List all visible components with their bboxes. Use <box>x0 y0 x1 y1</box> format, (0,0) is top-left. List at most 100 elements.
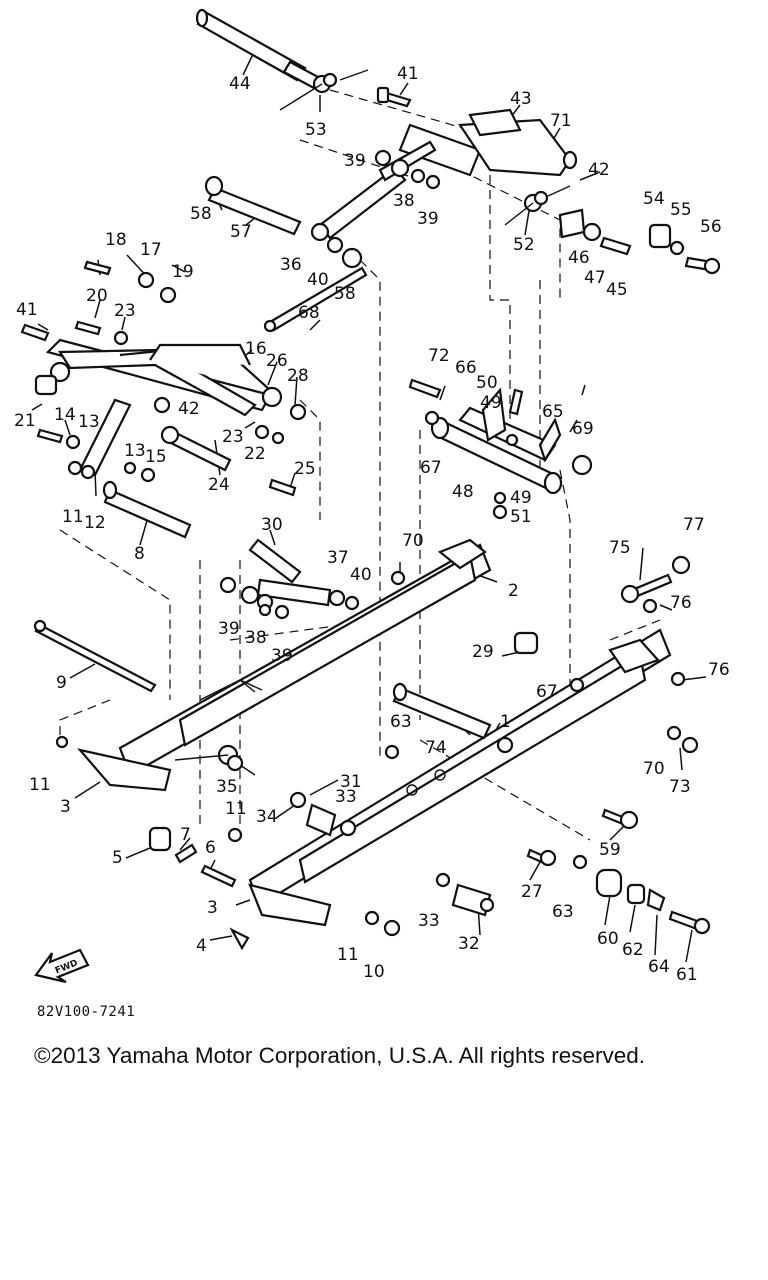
pin-57 <box>204 175 302 236</box>
washer-11-mid <box>227 827 243 843</box>
collar-33 <box>305 803 337 837</box>
bolt-75 <box>620 573 673 604</box>
callout-38a: 38 <box>393 191 415 211</box>
front-arm-16 <box>45 338 283 417</box>
collar-58 <box>341 247 363 269</box>
callout-71: 71 <box>550 111 572 131</box>
washer-67-upper <box>424 410 440 426</box>
link-12 <box>78 398 132 480</box>
callout-67a: 67 <box>420 458 442 478</box>
nut-42-left <box>153 396 171 414</box>
callout-18: 18 <box>105 230 127 250</box>
block-5 <box>148 826 172 852</box>
nut-51 <box>492 504 508 520</box>
callout-75: 75 <box>609 538 631 558</box>
bush-23-left <box>113 330 129 346</box>
callout-39b: 39 <box>417 209 439 229</box>
callout-40a: 40 <box>307 270 329 290</box>
callout-32: 32 <box>458 934 480 954</box>
callout-58b: 58 <box>334 284 356 304</box>
collar-32 <box>451 883 495 917</box>
pin-8 <box>102 480 192 539</box>
callout-20: 20 <box>86 286 108 306</box>
nut-69 <box>571 454 593 476</box>
callout-63a: 63 <box>390 712 412 732</box>
callout-17: 17 <box>140 240 162 260</box>
callout-6: 6 <box>205 838 216 858</box>
callout-48: 48 <box>452 482 474 502</box>
callout-29: 29 <box>472 642 494 662</box>
upper-rear-shaft <box>195 8 322 90</box>
callout-4: 4 <box>196 936 207 956</box>
wheel-60 <box>595 868 623 898</box>
washer-38-mid <box>258 603 272 617</box>
callout-13b: 13 <box>124 441 146 461</box>
callout-47: 47 <box>584 268 606 288</box>
callout-66: 66 <box>455 358 477 378</box>
callout-54: 54 <box>643 189 665 209</box>
callout-40b: 40 <box>350 565 372 585</box>
callout-49a: 49 <box>480 393 502 413</box>
callout-33a: 33 <box>335 787 357 807</box>
callout-72: 72 <box>428 346 450 366</box>
callout-41b: 41 <box>16 300 38 320</box>
callout-1: 1 <box>500 712 511 732</box>
callout-31: 31 <box>340 772 362 792</box>
callout-60: 60 <box>597 929 619 949</box>
shaft-24 <box>160 425 232 472</box>
callout-19: 19 <box>172 262 194 282</box>
washer-11-left <box>67 460 83 476</box>
callout-15: 15 <box>145 447 167 467</box>
washer-11-lower <box>364 910 380 926</box>
callout-10: 10 <box>363 962 385 982</box>
callout-16: 16 <box>245 339 267 359</box>
callout-11a: 11 <box>62 507 84 527</box>
washer-40-mid <box>344 595 360 611</box>
nut-73 <box>681 736 699 754</box>
bolt-31 <box>289 791 307 809</box>
callout-2: 2 <box>508 581 519 601</box>
callout-65: 65 <box>542 402 564 422</box>
washer-39-mid <box>219 576 237 594</box>
copyright-notice: ©2013 Yamaha Motor Corporation, U.S.A. A… <box>34 1043 646 1068</box>
washer-13 <box>123 461 137 475</box>
bolt-50 <box>508 388 524 416</box>
runner-3-left <box>77 748 172 792</box>
callout-8: 8 <box>134 544 145 564</box>
collar-30 <box>248 538 302 584</box>
callout-35: 35 <box>216 777 238 797</box>
callout-50: 50 <box>476 373 498 393</box>
callout-38b: 38 <box>245 628 267 648</box>
callout-76b: 76 <box>708 660 730 680</box>
stud-6 <box>200 864 237 888</box>
washer-76-top <box>642 598 658 614</box>
nut-15 <box>140 467 156 483</box>
rod-68 <box>263 266 368 333</box>
callout-69: 69 <box>572 419 594 439</box>
washer-28 <box>289 403 307 421</box>
washer-39-top <box>374 149 392 167</box>
bolt-18 <box>83 260 112 276</box>
callout-46: 46 <box>568 248 590 268</box>
callout-36: 36 <box>280 255 302 275</box>
callout-39d: 39 <box>271 646 293 666</box>
callout-11d: 11 <box>337 945 359 965</box>
callout-25: 25 <box>294 459 316 479</box>
callout-73: 73 <box>669 777 691 797</box>
washer-38-top <box>410 168 426 184</box>
bolt-41-left <box>20 323 50 342</box>
washer-63-right <box>572 854 588 870</box>
callout-39c: 39 <box>218 619 240 639</box>
bush-23-right <box>254 424 270 440</box>
callout-labels: 1 2 3 3 4 5 6 7 8 9 10 11 11 11 11 12 13… <box>14 64 730 985</box>
callout-59: 59 <box>599 840 621 860</box>
callout-62: 62 <box>622 940 644 960</box>
callout-64: 64 <box>648 957 670 977</box>
callout-53: 53 <box>305 120 327 140</box>
callout-28: 28 <box>287 366 309 386</box>
callout-49b: 49 <box>510 488 532 508</box>
callout-34: 34 <box>256 807 278 827</box>
washer-37 <box>328 589 346 607</box>
washer-33-lower <box>435 872 451 888</box>
callout-44: 44 <box>229 74 251 94</box>
